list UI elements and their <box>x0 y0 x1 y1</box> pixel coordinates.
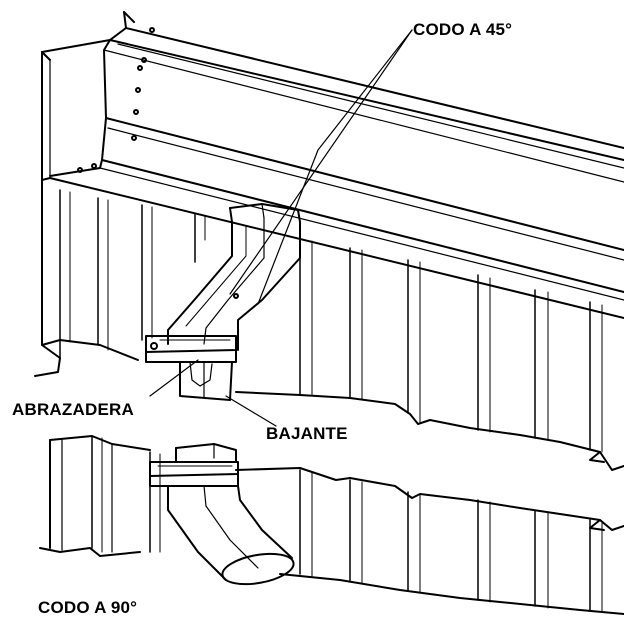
elbow-45 <box>167 203 301 351</box>
gutter-channel <box>41 11 624 319</box>
label-bajante: BAJANTE <box>266 424 348 443</box>
label-codo-45: CODO A 45° <box>413 20 513 39</box>
elbow-90 <box>149 443 295 586</box>
clamp-upper <box>145 335 237 363</box>
label-codo-90: CODO A 90° <box>38 598 138 617</box>
upper-wall-panel <box>34 179 624 471</box>
label-abrazadera: ABRAZADERA <box>12 400 134 419</box>
lower-wall-panel <box>39 435 624 615</box>
leader-lines <box>149 29 413 427</box>
downpipe-upper <box>179 361 233 401</box>
